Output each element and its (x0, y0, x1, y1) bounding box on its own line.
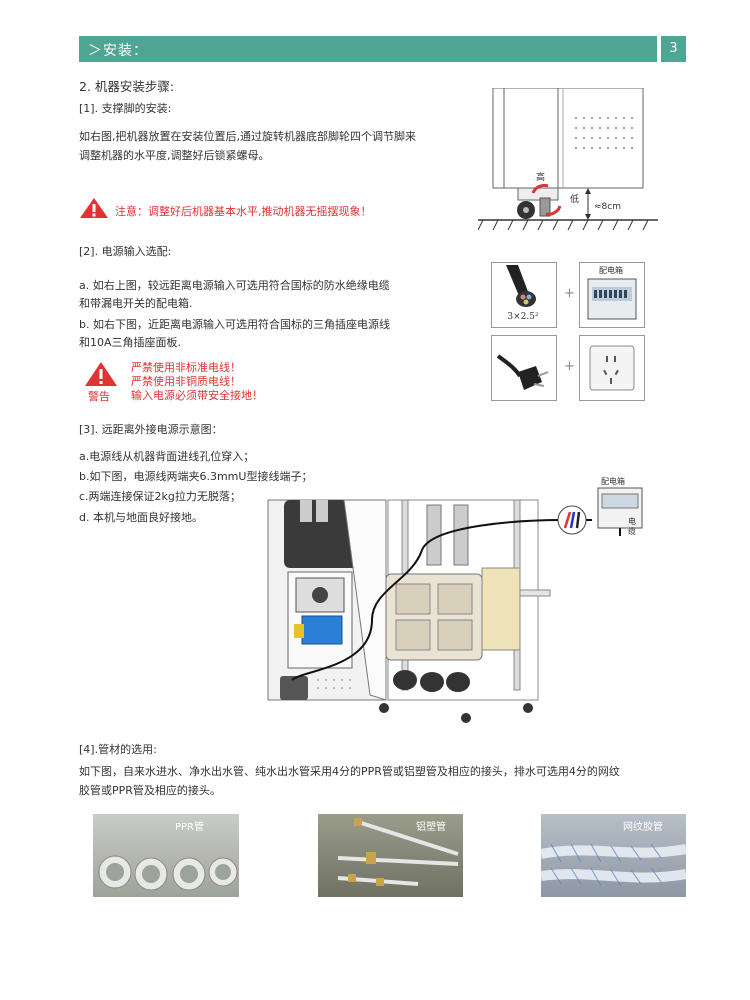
pipe-label-aluminum: 铝塑管 (416, 822, 446, 833)
step-title: 2. 机器安装步骤: (79, 79, 175, 94)
sec2-line-3: b. 如右下图，近距离电源输入可选用符合国标的三角插座电源线 (79, 318, 390, 331)
sec2-title: [2]. 电源输入选配: (79, 245, 172, 258)
sec3-line-1: a.电源线从机器背面进线孔位穿入； (79, 450, 255, 463)
sec1-line-1: 如右图,把机器放置在安装位置后,通过旋转机器底部脚轮四个调节脚来 (79, 130, 416, 143)
pipe-label-ppr: PPR管 (175, 822, 205, 833)
power-wiring-diagram (267, 487, 643, 723)
distribution-box-image (579, 262, 645, 328)
aluminum-plastic-pipe-image (318, 814, 463, 897)
sec4-line-2: 胶管或PPR管及相应的接头。 (79, 784, 221, 797)
box-label: 配电箱 (601, 477, 625, 486)
ppr-pipe-image (93, 814, 239, 897)
cable-spec: 3×2.5² (507, 312, 539, 322)
plus-sign: + (564, 359, 575, 374)
distribution-box-icon (587, 278, 637, 320)
sec3-line-4: d. 本机与地面良好接地。 (79, 511, 203, 524)
sec1-title: [1]. 支撑脚的安装: (79, 102, 172, 115)
foot-adjust-figure: 高 低 ≈8cm (478, 88, 658, 231)
sec2-line-4: 和10A三角插座面板. (79, 336, 182, 349)
header-bar (79, 36, 657, 62)
sec2-warning-3: 输入电源必须带安全接地！ (131, 389, 263, 402)
sec2-warning-1: 严禁使用非标准电线！ (131, 361, 241, 374)
braided-hose-image (541, 814, 686, 897)
warning-label: 警告 (88, 390, 110, 403)
sec2-warning-2: 严禁使用非铜质电线！ (131, 375, 241, 388)
pipe-label-braided: 网纹胶管 (623, 822, 663, 833)
sec3-line-2: b.如下图，电源线两端夹6.3mmU型接线端子； (79, 470, 313, 483)
socket-icon (589, 345, 635, 391)
svg-text:高: 高 (536, 171, 545, 183)
page-number: 3 (669, 41, 678, 56)
sec2-line-1: a. 如右上图，较远距离电源输入可选用符合国标的防水绝缘电缆 (79, 279, 390, 292)
socket-panel-image (579, 335, 645, 401)
sec4-title: [4].管材的选用: (79, 743, 157, 756)
sec1-line-2: 调整机器的水平度,调整好后锁紧螺母。 (79, 149, 270, 162)
aluminum-plastic-pipe-icon (337, 818, 459, 886)
plug-icon (496, 354, 549, 390)
cable-label: 电缆 (628, 517, 636, 536)
sec1-warning: 注意：调整好后机器基本水平,推动机器无摇摆现象！ (115, 205, 372, 218)
section-title: ＞安装： (88, 43, 148, 59)
sec2-line-2: 和带漏电开关的配电箱. (79, 297, 193, 310)
sec4-line-1: 如下图，自来水进水、净水出水管、纯水出水管采用4分的PPR管或铝塑管及相应的接头… (79, 765, 620, 778)
ppr-pipe-icon (98, 855, 238, 891)
braided-hose-icon (541, 843, 686, 887)
plus-sign: + (564, 286, 575, 301)
sec3-title: [3]. 远距离外接电源示意图： (79, 423, 223, 436)
cable-image (491, 262, 557, 328)
page-number-box (661, 36, 686, 62)
svg-text:低: 低 (570, 193, 579, 205)
sec3-line-3: c.两端连接保证2kg拉力无脱落； (79, 490, 241, 503)
box-label: 配电箱 (599, 266, 623, 275)
plug-cord-image (491, 335, 557, 401)
warning-triangle-icon (80, 198, 108, 218)
svg-text:≈8cm: ≈8cm (594, 202, 621, 212)
cable-cross-section-icon (506, 265, 536, 307)
warning-triangle-icon (85, 362, 117, 386)
